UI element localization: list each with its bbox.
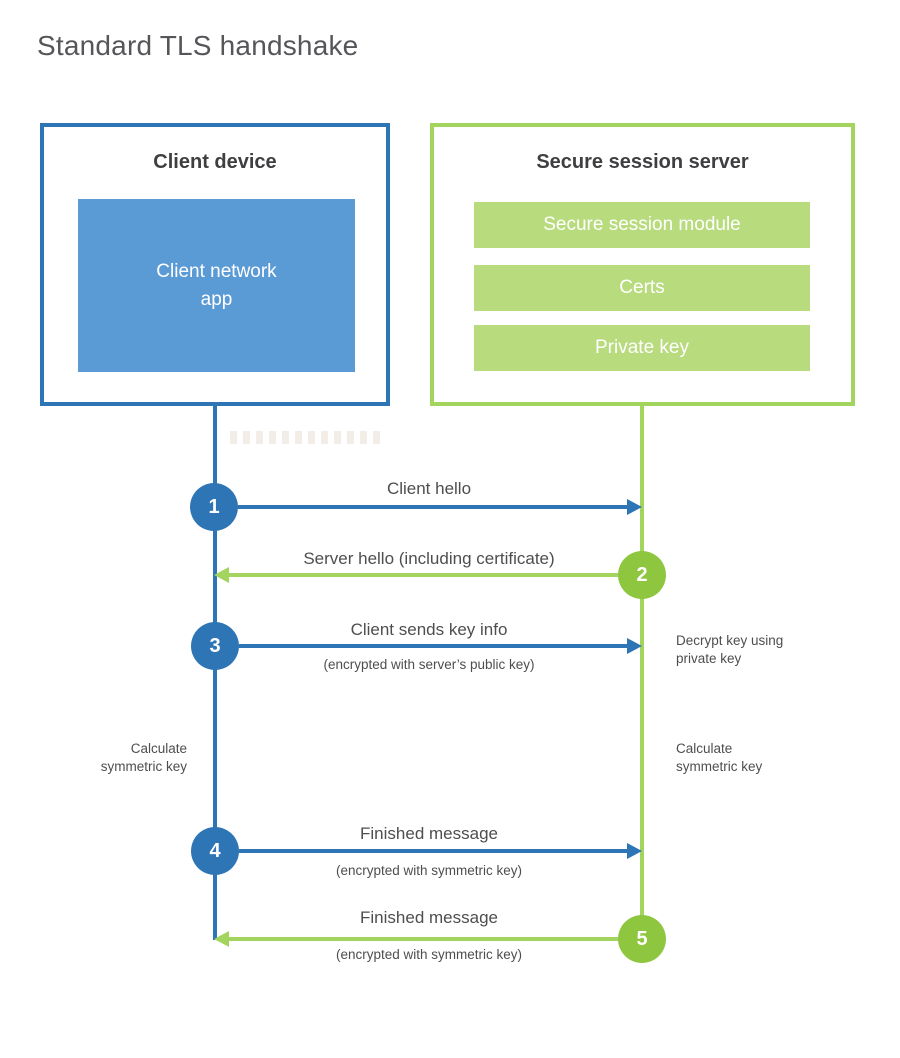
note-line2: symmetric key	[676, 758, 763, 774]
step3-circle: 3	[191, 622, 239, 670]
server-lifeline	[640, 405, 644, 942]
step2-circle: 2	[618, 551, 666, 599]
client-lifeline	[213, 405, 217, 940]
client-network-app-block: Client network app	[78, 199, 355, 372]
note-line1: Calculate	[676, 741, 733, 756]
server-decrypt-key-note: Decrypt key using private key	[676, 632, 846, 667]
step2-arrow-line	[229, 573, 618, 577]
step4-label: Finished message	[360, 824, 498, 843]
step3-arrowhead-right-icon	[627, 638, 642, 654]
step3-label: Client sends key info	[350, 620, 508, 639]
client-app-label-line1: Client network	[156, 260, 277, 282]
server-module-certs: Certs	[474, 265, 810, 311]
step5-arrowhead-left-icon	[214, 931, 229, 947]
note-line1: Decrypt key using	[676, 633, 784, 648]
step5-arrow-line	[229, 937, 618, 941]
client-device-title: Client device	[153, 151, 277, 173]
step4-arrowhead-right-icon	[627, 843, 642, 859]
step3-arrow-line	[239, 644, 628, 648]
server-module-private-key: Private key	[474, 325, 810, 371]
step2-arrowhead-left-icon	[214, 567, 229, 583]
step4-arrow-line	[239, 849, 628, 853]
server-module-secure-session-module: Secure session module	[474, 202, 810, 248]
server-calculate-symmetric-key-note: Calculate symmetric key	[676, 740, 846, 775]
step4-circle: 4	[191, 827, 239, 875]
step5-label: Finished message	[360, 908, 498, 927]
step1-arrowhead-right-icon	[627, 499, 642, 515]
step5-circle: 5	[618, 915, 666, 963]
ghost-artifact	[230, 431, 386, 444]
step2-label: Server hello (including certificate)	[303, 549, 555, 568]
client-app-label-line2: app	[200, 288, 233, 310]
note-line2: symmetric key	[100, 758, 187, 774]
step5-sublabel: (encrypted with symmetric key)	[335, 947, 523, 962]
step4-sublabel: (encrypted with symmetric key)	[335, 863, 523, 878]
diagram-title: Standard TLS handshake	[37, 30, 359, 61]
note-line1: Calculate	[130, 741, 187, 756]
step1-label: Client hello	[386, 479, 472, 498]
step1-circle: 1	[190, 483, 238, 531]
note-line2: private key	[676, 650, 742, 666]
step3-sublabel: (encrypted with server’s public key)	[323, 657, 535, 672]
step1-arrow-line	[238, 505, 628, 509]
client-calculate-symmetric-key-note: Calculate symmetric key	[40, 740, 187, 775]
secure-session-server-title: Secure session server	[536, 151, 749, 173]
